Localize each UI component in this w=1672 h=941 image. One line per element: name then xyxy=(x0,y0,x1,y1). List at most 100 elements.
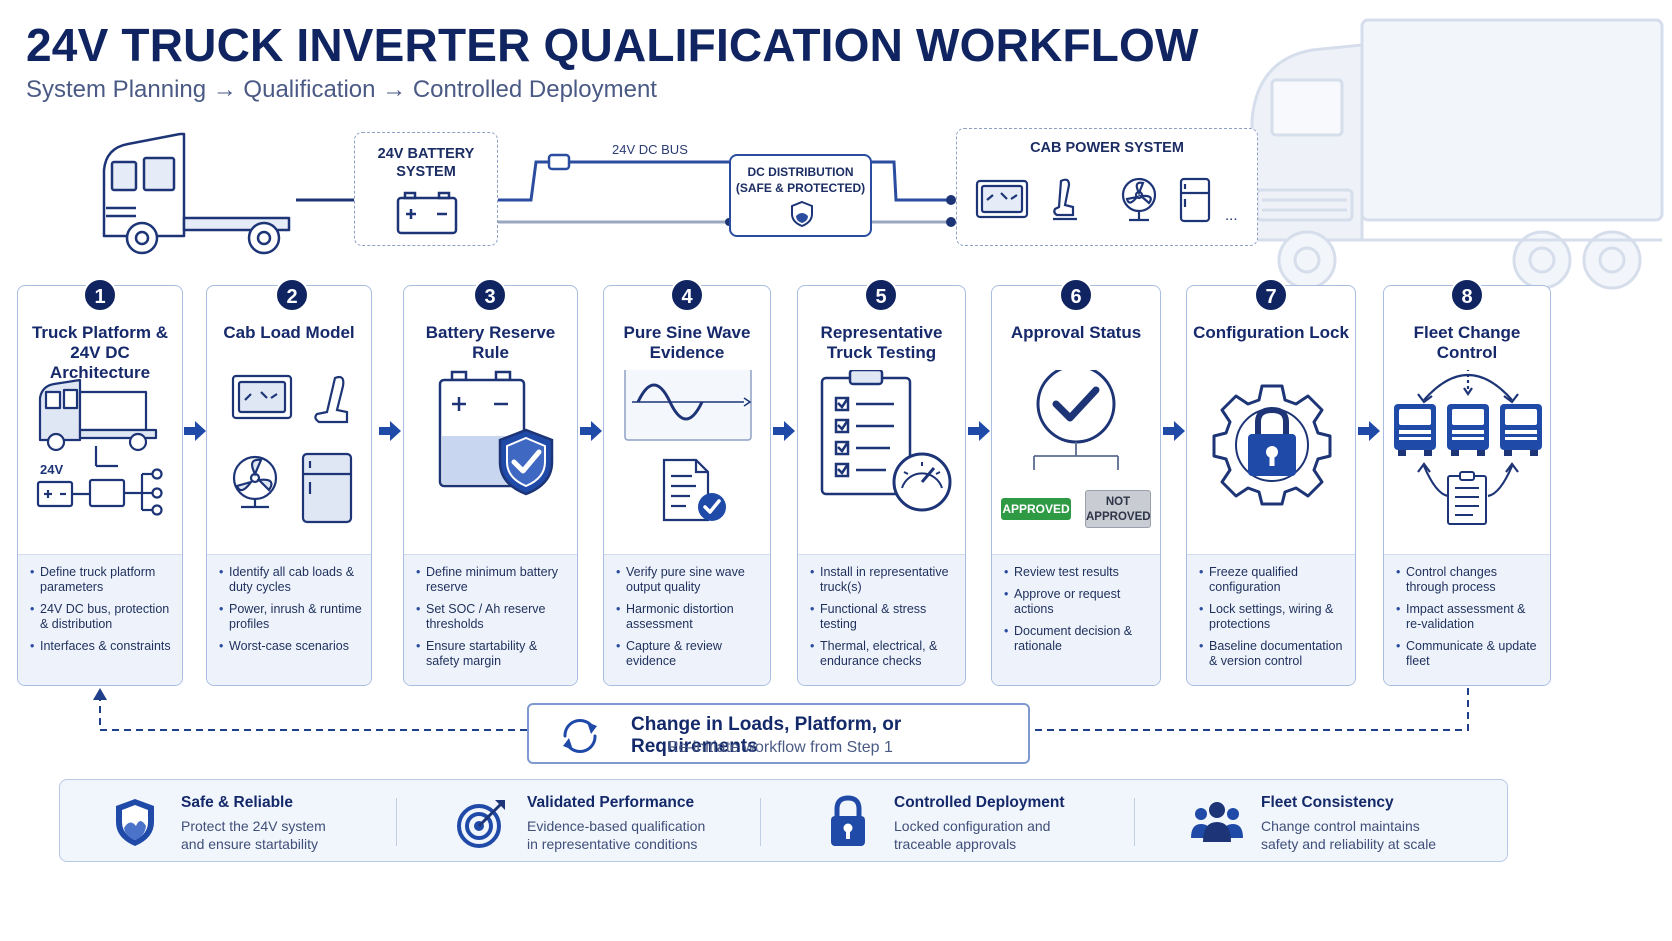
step-title: Fleet Change Control xyxy=(1413,323,1521,362)
shield-small-icon xyxy=(791,200,813,228)
bullet: Power, inrush & runtime profiles xyxy=(219,602,363,632)
feature-desc: Protect the 24V system and ensure starta… xyxy=(181,818,326,852)
battery-system-label: 24V BATTERY SYSTEM xyxy=(377,146,475,180)
step-title: Configuration Lock xyxy=(1193,323,1349,342)
bullet: Lock settings, wiring & protections xyxy=(1199,602,1347,632)
target-icon xyxy=(457,800,505,848)
feature-title: Fleet Consistency xyxy=(1261,794,1394,811)
feature-title: Validated Performance xyxy=(527,794,695,811)
step-title: Cab Load Model xyxy=(223,323,355,342)
bullet: Document decision & rationale xyxy=(1004,624,1152,654)
refresh-cycle-icon xyxy=(563,718,597,754)
step-number-6: 6 xyxy=(1059,278,1093,312)
step-number-5: 5 xyxy=(864,278,898,312)
bullet: Impact assessment & re-validation xyxy=(1396,602,1542,632)
cab-power-system-box: CAB POWER SYSTEM ... xyxy=(956,128,1258,246)
step-number-2: 2 xyxy=(275,278,309,312)
feature-controlled-deployment: Controlled Deployment Locked configurati… xyxy=(760,780,1135,863)
dc-distribution-box: DC DISTRIBUTION (SAFE & PROTECTED) xyxy=(729,154,872,237)
step-card-2: Cab Load Model Identify all cab loads & … xyxy=(206,285,372,686)
step-number-8: 8 xyxy=(1450,278,1484,312)
approval-check-icon xyxy=(1033,370,1119,470)
step-card-7: Configuration Lock Freeze qualified conf… xyxy=(1186,285,1356,686)
page-title: 24V TRUCK INVERTER QUALIFICATION WORKFLO… xyxy=(26,19,1199,71)
bullet: Review test results xyxy=(1004,565,1152,580)
sine-wave-icon xyxy=(624,370,752,522)
step-number-3: 3 xyxy=(473,278,507,312)
bullet: 24V DC bus, protection & distribution xyxy=(30,602,174,632)
bullet: Harmonic distortion assessment xyxy=(616,602,762,632)
change-trigger-box: Change in Loads, Platform, or Requiremen… xyxy=(527,703,1030,764)
step-card-1: Truck Platform & 24V DC Architecture xyxy=(17,285,183,686)
flow-arrow-5-6 xyxy=(968,421,990,441)
bullet: Install in representative truck(s) xyxy=(810,565,957,595)
shield-icon xyxy=(116,799,154,846)
step-title: Representative Truck Testing xyxy=(820,323,943,362)
cab-loads-icon xyxy=(231,374,353,524)
flow-arrow-2-3 xyxy=(379,421,401,441)
flow-arrow-6-7 xyxy=(1163,421,1185,441)
step-card-3: Battery Reserve Rule Define minimum batt… xyxy=(403,285,578,686)
feedback-loop-line xyxy=(93,688,1469,731)
bullet: Interfaces & constraints xyxy=(30,639,174,654)
dc-bus-label: 24V DC BUS xyxy=(612,142,688,157)
flow-arrow-4-5 xyxy=(773,421,795,441)
tractor-truck-icon xyxy=(102,132,291,255)
change-trigger-subtitle: Re-initiate workflow from Step 1 xyxy=(667,739,893,756)
flow-arrow-1-2 xyxy=(184,421,206,441)
step-card-4: Pure Sine Wave Evidence Verify pure sine… xyxy=(603,285,771,686)
step-title: Approval Status xyxy=(1010,323,1142,342)
flow-arrow-3-4 xyxy=(580,421,602,441)
feature-fleet-consistency: Fleet Consistency Change control maintai… xyxy=(1135,780,1507,863)
feature-desc: Change control maintains safety and reli… xyxy=(1261,818,1437,852)
cab-more-indicator: ... xyxy=(1225,207,1238,224)
battery-system-box: 24V BATTERY SYSTEM xyxy=(354,132,498,246)
not-approved-badge: NOT APPROVED xyxy=(1085,490,1151,528)
approved-badge: APPROVED xyxy=(1001,498,1071,520)
bullet: Functional & stress testing xyxy=(810,602,957,632)
bullet: Control changes through process xyxy=(1396,565,1542,595)
bullet: Communicate & update fleet xyxy=(1396,639,1542,669)
bullet: Ensure startability & safety margin xyxy=(416,639,569,669)
people-icon xyxy=(1191,802,1243,842)
feature-title: Safe & Reliable xyxy=(181,794,293,811)
step-card-6: Approval Status APPROVED NOT APPROVED Re… xyxy=(991,285,1161,686)
bullet: Capture & review evidence xyxy=(616,639,762,669)
divider xyxy=(760,798,761,846)
feature-safe-reliable: Safe & Reliable Protect the 24V system a… xyxy=(60,780,400,863)
padlock-icon xyxy=(831,795,865,846)
bullet: Verify pure sine wave output quality xyxy=(616,565,762,595)
gear-lock-icon xyxy=(1212,384,1332,506)
step-title: Pure Sine Wave Evidence xyxy=(623,323,751,362)
feature-desc: Locked configuration and traceable appro… xyxy=(894,818,1051,852)
divider xyxy=(396,798,397,846)
cab-loads-row-icons xyxy=(975,177,1211,223)
battery-shield-icon xyxy=(438,370,554,496)
bullet: Approve or request actions xyxy=(1004,587,1152,617)
step-title: Truck Platform & 24V DC Architecture xyxy=(31,323,169,382)
battery-icon xyxy=(396,191,458,235)
background-truck-illustration xyxy=(1250,18,1664,290)
change-trigger-title: Change in Loads, Platform, or Requiremen… xyxy=(631,714,902,757)
bullet: Thermal, electrical, & endurance checks xyxy=(810,639,957,669)
step-card-5: Representative Truck Testing Inst xyxy=(797,285,966,686)
dc-bus-wiring xyxy=(296,153,956,227)
step-number-1: 1 xyxy=(83,278,117,312)
step-number-7: 7 xyxy=(1254,278,1288,312)
icon-24v-label: 24V xyxy=(40,462,63,477)
checklist-gauge-icon xyxy=(820,370,952,512)
feature-validated-performance: Validated Performance Evidence-based qua… xyxy=(400,780,760,863)
bullet: Define truck platform parameters xyxy=(30,565,174,595)
step-title: Battery Reserve Rule xyxy=(425,323,556,362)
bullet: Set SOC / Ah reserve thresholds xyxy=(416,602,569,632)
dc-distribution-sublabel: (SAFE & PROTECTED) xyxy=(735,181,866,195)
benefits-footer: Safe & Reliable Protect the 24V system a… xyxy=(59,779,1508,862)
truck-dc-architecture-icon: 24V xyxy=(36,378,163,516)
step-number-4: 4 xyxy=(670,278,704,312)
feature-title: Controlled Deployment xyxy=(894,794,1065,811)
page-subtitle: System Planning → Qualification → Contro… xyxy=(26,76,657,103)
divider xyxy=(1134,798,1135,846)
bullet: Worst-case scenarios xyxy=(219,639,363,654)
dc-distribution-label: DC DISTRIBUTION xyxy=(747,165,854,179)
step-card-8: Fleet Change Control xyxy=(1383,285,1551,686)
